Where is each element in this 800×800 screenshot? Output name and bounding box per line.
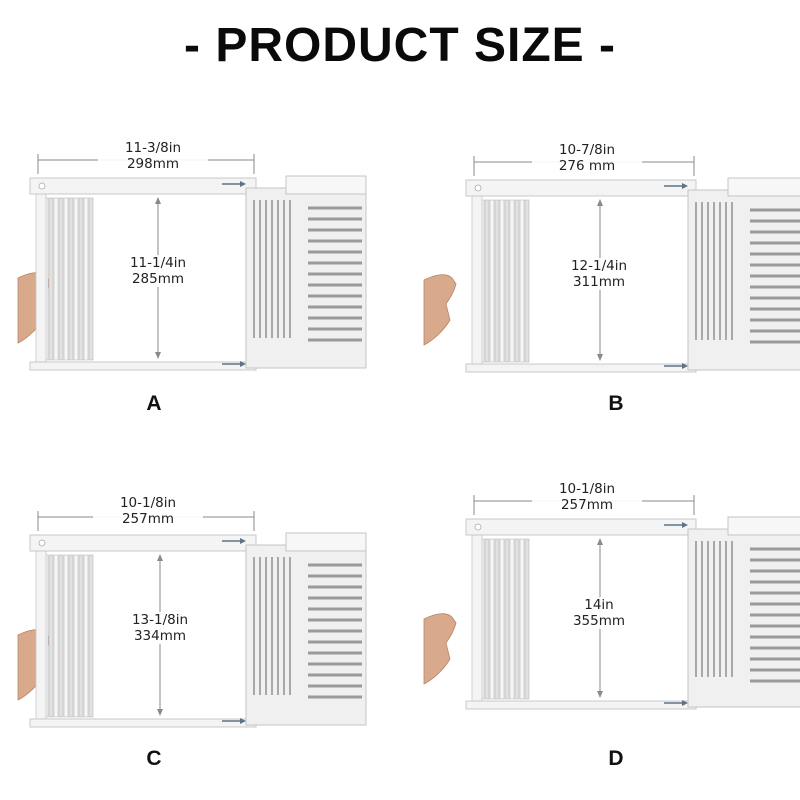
width-inches: 10-7/8in bbox=[558, 142, 616, 158]
air-conditioner-illustration bbox=[423, 156, 800, 373]
width-inches: 10-1/8in bbox=[558, 481, 616, 497]
height-inches: 13-1/8in bbox=[131, 612, 189, 628]
screw-icon bbox=[474, 184, 482, 192]
top-rail bbox=[465, 179, 697, 197]
arrow-down-icon bbox=[597, 691, 603, 698]
air-conditioner-illustration bbox=[423, 495, 800, 710]
width-millimeters: 298mm bbox=[126, 156, 180, 172]
panel-letter: A bbox=[146, 392, 162, 415]
arrow-down-icon bbox=[597, 354, 603, 361]
size-panel-c: 10-1/8in 257mm 13-1/8in 334mm C bbox=[17, 475, 398, 775]
arrow-down-icon bbox=[155, 352, 161, 359]
width-millimeters: 257mm bbox=[121, 511, 175, 527]
arrow-head-icon bbox=[240, 181, 246, 187]
size-panel-d: 10-1/8in 257mm 14in 355mm D bbox=[423, 475, 800, 775]
height-dimension-label: 12-1/4in 311mm bbox=[544, 258, 654, 290]
size-panel-a: 11-3/8in 298mm 11-1/4in 285mm A bbox=[17, 120, 398, 420]
width-inches: 11-3/8in bbox=[124, 140, 182, 156]
top-rail bbox=[29, 177, 257, 195]
accordion-curtain bbox=[35, 548, 94, 722]
accordion-curtain bbox=[471, 193, 530, 367]
height-millimeters: 311mm bbox=[572, 274, 626, 290]
height-inches: 12-1/4in bbox=[570, 258, 628, 274]
width-dimension-label: 11-3/8in 298mm bbox=[98, 140, 208, 172]
arrow-up-icon bbox=[155, 197, 161, 204]
page-title: - PRODUCT SIZE - bbox=[184, 19, 616, 72]
width-millimeters: 276 mm bbox=[558, 158, 616, 174]
arrow-up-icon bbox=[597, 199, 603, 206]
bottom-rail bbox=[465, 700, 697, 710]
height-millimeters: 285mm bbox=[131, 271, 185, 287]
width-inches: 10-1/8in bbox=[119, 495, 177, 511]
panel-letter: C bbox=[146, 747, 162, 770]
height-inches: 11-1/4in bbox=[129, 255, 187, 271]
arrow-head-icon bbox=[682, 183, 688, 189]
arrow-head-icon bbox=[240, 361, 246, 367]
arrow-head-icon bbox=[240, 538, 246, 544]
arrow-head-icon bbox=[682, 700, 688, 706]
arrow-head-icon bbox=[682, 522, 688, 528]
arrow-down-icon bbox=[157, 709, 163, 716]
screw-icon bbox=[474, 523, 482, 531]
screw-icon bbox=[38, 539, 46, 547]
screw-icon bbox=[38, 182, 46, 190]
hand-icon bbox=[423, 274, 457, 346]
height-millimeters: 355mm bbox=[572, 613, 626, 629]
top-rail bbox=[465, 518, 697, 536]
arrow-up-icon bbox=[157, 554, 163, 561]
air-conditioner-illustration bbox=[17, 511, 367, 728]
panel-letter: D bbox=[608, 747, 624, 770]
panel-letter: B bbox=[608, 392, 624, 415]
height-inches: 14in bbox=[584, 597, 614, 613]
width-dimension-label: 10-1/8in 257mm bbox=[532, 481, 642, 513]
height-dimension-label: 13-1/8in 334mm bbox=[105, 612, 215, 644]
air-conditioner-unit bbox=[245, 532, 367, 726]
bottom-rail bbox=[465, 363, 697, 373]
arrow-head-icon bbox=[240, 718, 246, 724]
accordion-curtain bbox=[35, 191, 94, 365]
top-rail bbox=[29, 534, 257, 552]
height-millimeters: 334mm bbox=[133, 628, 187, 644]
height-dimension-label: 14in 355mm bbox=[544, 597, 654, 629]
width-dimension-label: 10-7/8in 276 mm bbox=[532, 142, 642, 174]
arrow-head-icon bbox=[682, 363, 688, 369]
width-dimension-label: 10-1/8in 257mm bbox=[93, 495, 203, 527]
arrow-up-icon bbox=[597, 538, 603, 545]
size-panel-b: 10-7/8in 276 mm 12-1/4in 311mm B bbox=[423, 120, 800, 420]
air-conditioner-unit bbox=[245, 175, 367, 369]
air-conditioner-unit bbox=[687, 177, 800, 371]
hand-icon bbox=[423, 613, 457, 685]
width-millimeters: 257mm bbox=[560, 497, 614, 513]
air-conditioner-unit bbox=[687, 516, 800, 708]
accordion-curtain bbox=[471, 532, 530, 704]
height-dimension-label: 11-1/4in 285mm bbox=[103, 255, 213, 287]
